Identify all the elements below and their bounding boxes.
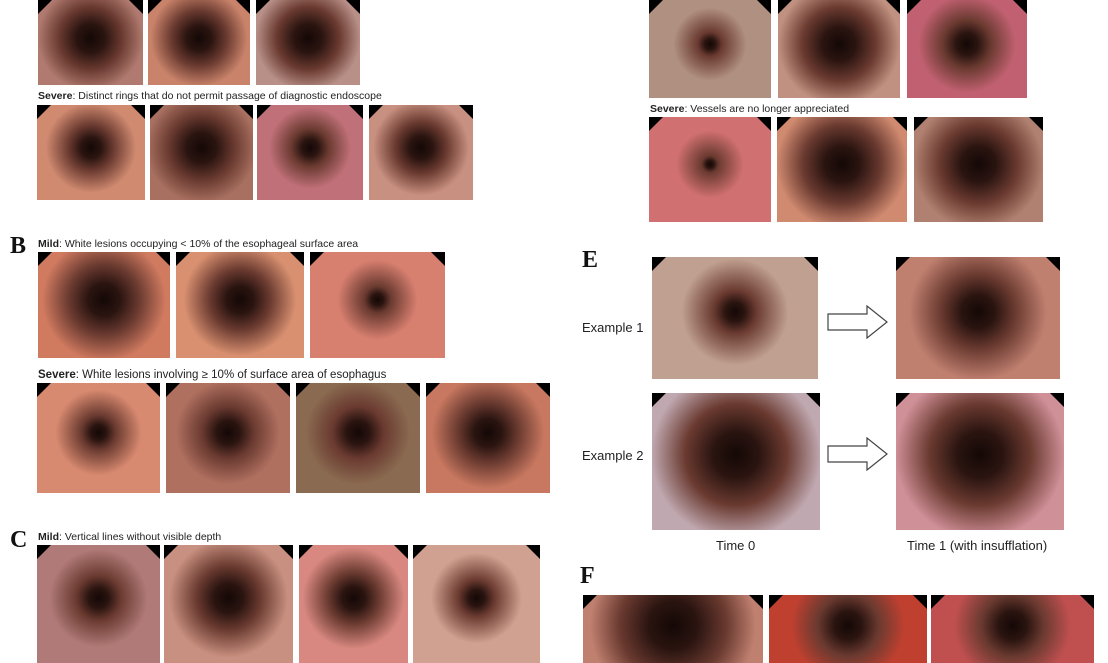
endoscopy-image: [652, 393, 820, 530]
endoscopy-image: [166, 383, 290, 493]
endoscopy-image: [256, 0, 360, 85]
endoscopy-image: [369, 105, 473, 200]
endoscopy-image: [426, 383, 550, 493]
panel-e-label: E: [582, 247, 599, 273]
panel-c-mild-caption: Mild: Vertical lines without visible dep…: [38, 531, 222, 543]
endoscopy-image: [299, 545, 408, 663]
endoscopy-image: [777, 117, 907, 222]
endoscopy-image: [164, 545, 293, 663]
endoscopy-image: [38, 0, 143, 85]
endoscopy-image: [583, 595, 763, 663]
endoscopy-image: [37, 105, 145, 200]
panel-a-severe-caption: Severe: Distinct rings that do not permi…: [38, 90, 382, 102]
endoscopy-image: [150, 105, 253, 200]
endoscopy-image: [652, 257, 818, 379]
endoscopy-image: [296, 383, 420, 493]
endoscopy-image: [896, 393, 1064, 530]
endoscopy-image: [896, 257, 1060, 379]
endoscopy-image: [176, 252, 304, 358]
endoscopy-image: [769, 595, 927, 663]
endoscopy-image: [38, 252, 170, 358]
endoscopy-image: [649, 0, 771, 98]
endoscopy-image: [310, 252, 445, 358]
panel-c-label: C: [10, 527, 28, 553]
endoscopy-image: [907, 0, 1027, 98]
time-0-label: Time 0: [716, 538, 756, 553]
endoscopy-image: [778, 0, 900, 98]
arrow-right-icon: [827, 305, 888, 339]
example-2-label: Example 2: [582, 448, 644, 463]
panel-b-mild-caption: Mild: White lesions occupying < 10% of t…: [38, 238, 359, 250]
endoscopy-image: [37, 545, 160, 663]
example-1-label: Example 1: [582, 320, 644, 335]
panel-f-label: F: [580, 563, 595, 589]
panel-b-severe-caption: Severe: White lesions involving ≥ 10% of…: [38, 369, 387, 381]
endoscopy-image: [649, 117, 771, 222]
panel-d-severe-caption: Severe: Vessels are no longer appreciate…: [650, 103, 850, 115]
endoscopy-image: [148, 0, 250, 85]
endoscopy-image: [931, 595, 1094, 663]
time-1-label: Time 1 (with insufflation): [907, 538, 1048, 553]
endoscopy-image: [37, 383, 160, 493]
endoscopy-image: [257, 105, 363, 200]
endoscopy-image: [413, 545, 540, 663]
panel-b-label: B: [10, 233, 27, 259]
endoscopy-image: [914, 117, 1043, 222]
arrow-right-icon: [827, 437, 888, 471]
